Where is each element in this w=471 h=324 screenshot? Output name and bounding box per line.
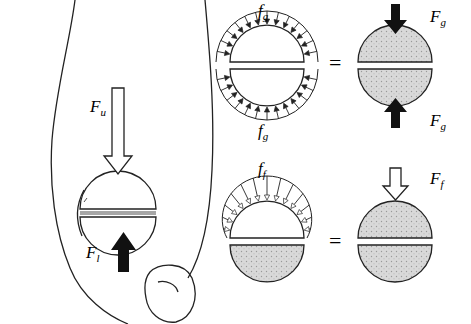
distributed-force-arrows bbox=[217, 11, 317, 120]
force-arrow bbox=[383, 168, 408, 200]
hand-outline bbox=[51, 0, 213, 324]
sphere-halves bbox=[358, 25, 432, 106]
force-label: Fg bbox=[430, 112, 446, 132]
distributed-force-arrows bbox=[222, 176, 311, 238]
equals-sign: = bbox=[329, 52, 341, 74]
sphere-halves bbox=[230, 201, 304, 282]
force-label: Fu bbox=[90, 98, 106, 118]
force-arrow bbox=[384, 4, 407, 34]
force-label: ff bbox=[258, 160, 266, 180]
force-arrow bbox=[111, 232, 136, 272]
force-arrow bbox=[104, 88, 132, 174]
force-label: Ff bbox=[430, 170, 443, 190]
force-arrow bbox=[384, 98, 407, 128]
force-label: fg bbox=[258, 122, 268, 142]
equals-sign: = bbox=[329, 230, 341, 252]
sphere-halves bbox=[216, 11, 318, 120]
sphere-halves bbox=[358, 201, 432, 282]
force-label: Fl bbox=[86, 244, 99, 264]
force-label: Fg bbox=[430, 8, 446, 28]
force-label: fg bbox=[258, 2, 268, 22]
